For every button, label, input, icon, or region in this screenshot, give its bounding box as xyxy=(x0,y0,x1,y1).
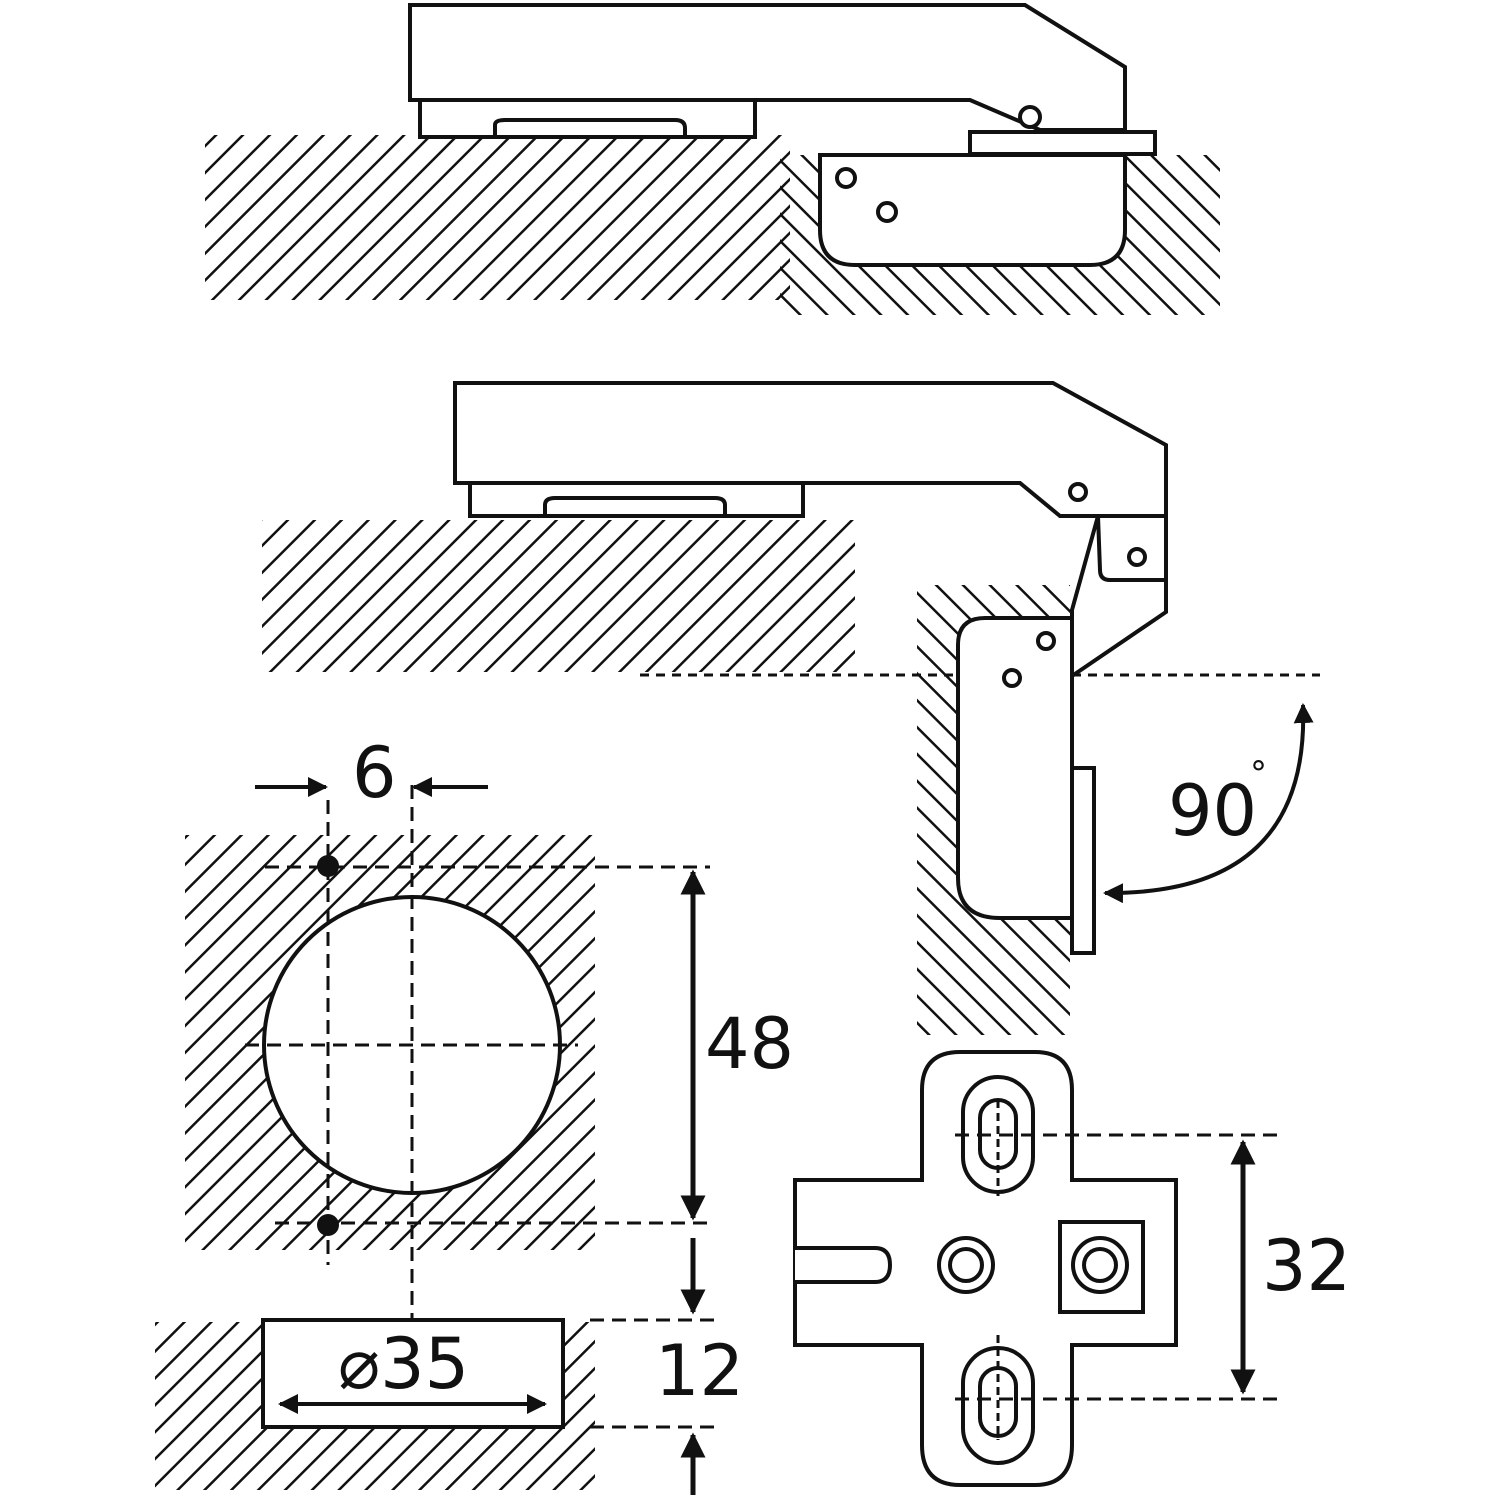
offset-label: 6 xyxy=(352,732,397,814)
hinge-cup xyxy=(956,616,1074,920)
depth-label: 12 xyxy=(655,1330,744,1412)
plate-spacing-label: 32 xyxy=(1262,1225,1351,1307)
hinge-arm xyxy=(453,381,1168,680)
closed-hinge-view xyxy=(205,3,1220,315)
hinge-cup xyxy=(818,153,1127,267)
screw-hole xyxy=(876,201,898,223)
screw-hole xyxy=(1002,668,1022,688)
screw-hole xyxy=(1036,631,1056,651)
diameter-label: ⌀35 xyxy=(338,1323,469,1405)
cabinet-side-hatch xyxy=(262,520,855,672)
angle-label: 90 xyxy=(1168,770,1257,852)
pivot-pin xyxy=(1127,547,1147,567)
spacing-label: 48 xyxy=(705,1003,794,1085)
door-edge xyxy=(1070,766,1096,955)
pilot-hole xyxy=(317,855,339,877)
pivot-pin xyxy=(1018,105,1042,129)
mounting-plate-view: 32 xyxy=(793,1050,1351,1487)
open-hinge-view: 90 ° xyxy=(262,381,1320,1035)
drilling-plan: 6 48 ⌀35 12 xyxy=(155,732,794,1495)
cabinet-side-hatch xyxy=(205,135,790,300)
screw-hole xyxy=(835,167,857,189)
pivot-pin xyxy=(1068,482,1088,502)
pilot-hole xyxy=(317,1214,339,1236)
angle-arrow xyxy=(1103,703,1314,904)
angle-unit: ° xyxy=(1250,754,1267,794)
hinge-link xyxy=(968,130,1157,156)
